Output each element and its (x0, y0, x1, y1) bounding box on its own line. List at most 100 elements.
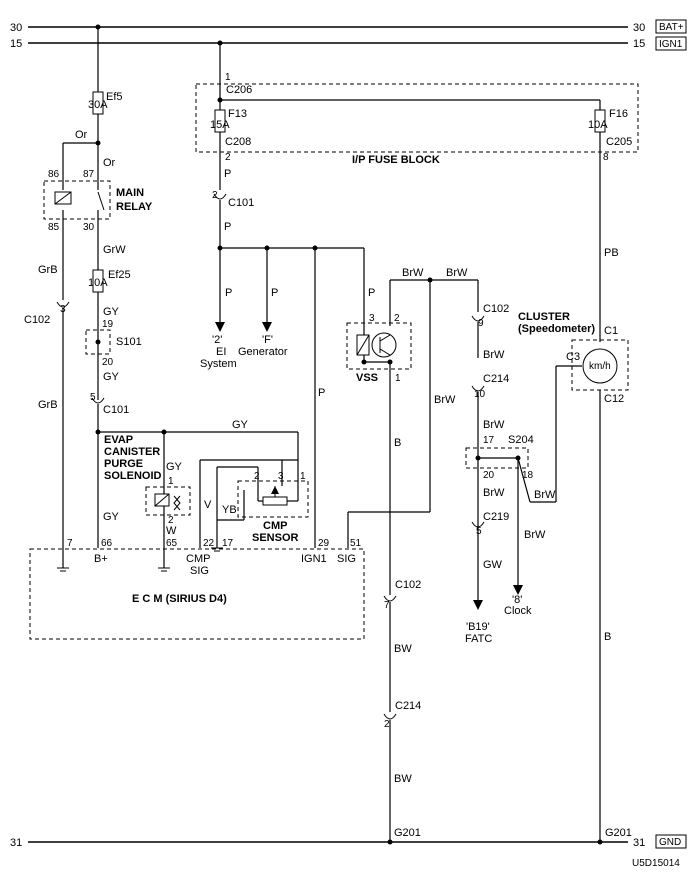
svg-text:17: 17 (483, 435, 495, 446)
svg-text:17: 17 (222, 538, 234, 549)
svg-text:C1: C1 (604, 325, 618, 337)
ecm-label: E C M (SIRIUS D4) (132, 593, 227, 605)
svg-text:BW: BW (394, 643, 412, 655)
speedometer-gauge-icon (582, 348, 618, 384)
svg-text:1: 1 (395, 373, 401, 384)
svg-text:5: 5 (90, 392, 96, 403)
svg-text:System: System (200, 358, 237, 370)
svg-text:C3: C3 (566, 351, 580, 363)
svg-text:51: 51 (350, 538, 362, 549)
fuse-block-label: I/P FUSE BLOCK (352, 154, 440, 166)
svg-text:C101: C101 (228, 197, 254, 209)
c102-connector-ground (383, 595, 397, 602)
svg-text:20: 20 (102, 357, 114, 368)
svg-text:SIG: SIG (337, 553, 356, 565)
svg-text:87: 87 (83, 169, 95, 180)
svg-text:'F': 'F' (262, 334, 273, 346)
svg-text:S101: S101 (116, 336, 142, 348)
svg-text:BrW: BrW (446, 267, 468, 279)
svg-text:km/h: km/h (589, 361, 611, 372)
svg-text:20: 20 (483, 470, 495, 481)
svg-text:PB: PB (604, 247, 619, 259)
svg-text:BW: BW (394, 773, 412, 785)
cmp-resistor (262, 496, 288, 506)
svg-text:F13: F13 (228, 108, 247, 120)
ecm-box (29, 548, 365, 640)
svg-text:BrW: BrW (402, 267, 424, 279)
svg-text:9: 9 (478, 318, 484, 329)
ef5-label: Ef5 (106, 91, 123, 103)
c101-connector-center (213, 193, 227, 200)
c102-connector-left (56, 301, 70, 308)
svg-text:C208: C208 (225, 136, 251, 148)
svg-text:BrW: BrW (483, 487, 505, 499)
svg-text:GrB: GrB (38, 264, 58, 276)
ign-rail-right-label: 15 (633, 38, 645, 50)
svg-text:P: P (318, 387, 325, 399)
svg-text:7: 7 (384, 600, 390, 611)
svg-text:MAIN: MAIN (116, 187, 144, 199)
ip-fuse-block: 1 C206 F13 15A C208 2 F16 10A C205 8 I/P… (195, 40, 639, 190)
ei-arrow-icon (215, 322, 225, 332)
c219-connector (471, 521, 485, 528)
svg-text:29: 29 (318, 538, 330, 549)
svg-text:Clock: Clock (504, 605, 532, 617)
svg-text:1: 1 (168, 476, 174, 487)
svg-text:C205: C205 (606, 136, 632, 148)
svg-text:GY: GY (103, 511, 120, 523)
svg-text:2: 2 (394, 313, 400, 324)
svg-text:18: 18 (522, 470, 534, 481)
svg-text:P: P (368, 287, 375, 299)
vss-sensor: 3 2 VSS 1 BrW BrW BrW B (346, 267, 478, 595)
svg-text:15A: 15A (210, 119, 230, 131)
svg-text:CLUSTER: CLUSTER (518, 311, 570, 323)
svg-text:10A: 10A (588, 119, 608, 131)
svg-text:2: 2 (168, 515, 174, 526)
svg-text:SENSOR: SENSOR (252, 532, 299, 544)
svg-text:P: P (224, 221, 231, 233)
svg-text:CMP: CMP (263, 520, 287, 532)
svg-text:B+: B+ (94, 553, 108, 565)
svg-text:C214: C214 (395, 700, 421, 712)
main-relay-branch: Ef5 30A Or Or 86 87 MAIN RELAY 85 30 GrW… (24, 24, 299, 548)
svg-text:S204: S204 (508, 434, 534, 446)
svg-text:22: 22 (203, 538, 215, 549)
generator-arrow-icon (262, 322, 272, 332)
p-branch: P 2 C101 P P P P P '2' EI System 'F' Gen… (200, 168, 375, 548)
svg-text:85: 85 (48, 222, 60, 233)
svg-text:7: 7 (67, 538, 73, 549)
svg-text:YB: YB (222, 504, 237, 516)
svg-text:G201: G201 (394, 827, 421, 839)
svg-text:GY: GY (103, 371, 120, 383)
svg-text:'8': '8' (512, 594, 522, 606)
svg-text:SOLENOID: SOLENOID (104, 470, 162, 482)
evap-canister-purge-solenoid: EVAP CANISTER PURGE SOLENOID 1 2 W (104, 434, 191, 548)
svg-text:C101: C101 (103, 404, 129, 416)
svg-text:10: 10 (474, 389, 486, 400)
bat-rail-left-label: 30 (10, 22, 22, 34)
svg-text:C12: C12 (604, 393, 624, 405)
svg-text:CANISTER: CANISTER (104, 446, 160, 458)
solenoid-coil (154, 493, 170, 507)
svg-text:5: 5 (476, 526, 482, 537)
svg-text:F16: F16 (609, 108, 628, 120)
vss-transistor-icon (371, 332, 397, 358)
svg-text:Ef25: Ef25 (108, 269, 131, 281)
svg-text:C214: C214 (483, 373, 509, 385)
svg-text:(Speedometer): (Speedometer) (518, 323, 595, 335)
ecm-module: 7 66 65 22 17 29 51 B+ CMP SIG IGN1 SIG … (29, 538, 365, 640)
svg-text:C102: C102 (24, 314, 50, 326)
svg-text:C102: C102 (395, 579, 421, 591)
c214-connector-right (471, 385, 485, 392)
svg-text:G201: G201 (605, 827, 632, 839)
svg-text:3: 3 (369, 313, 375, 324)
fuse-block-box (195, 83, 639, 153)
svg-text:SIG: SIG (190, 565, 209, 577)
svg-text:8: 8 (603, 152, 609, 163)
svg-text:P: P (224, 168, 231, 180)
svg-text:'2': '2' (212, 334, 222, 346)
svg-text:GY: GY (166, 461, 183, 473)
vss-coil (356, 334, 370, 356)
main-relay-box (43, 180, 111, 220)
